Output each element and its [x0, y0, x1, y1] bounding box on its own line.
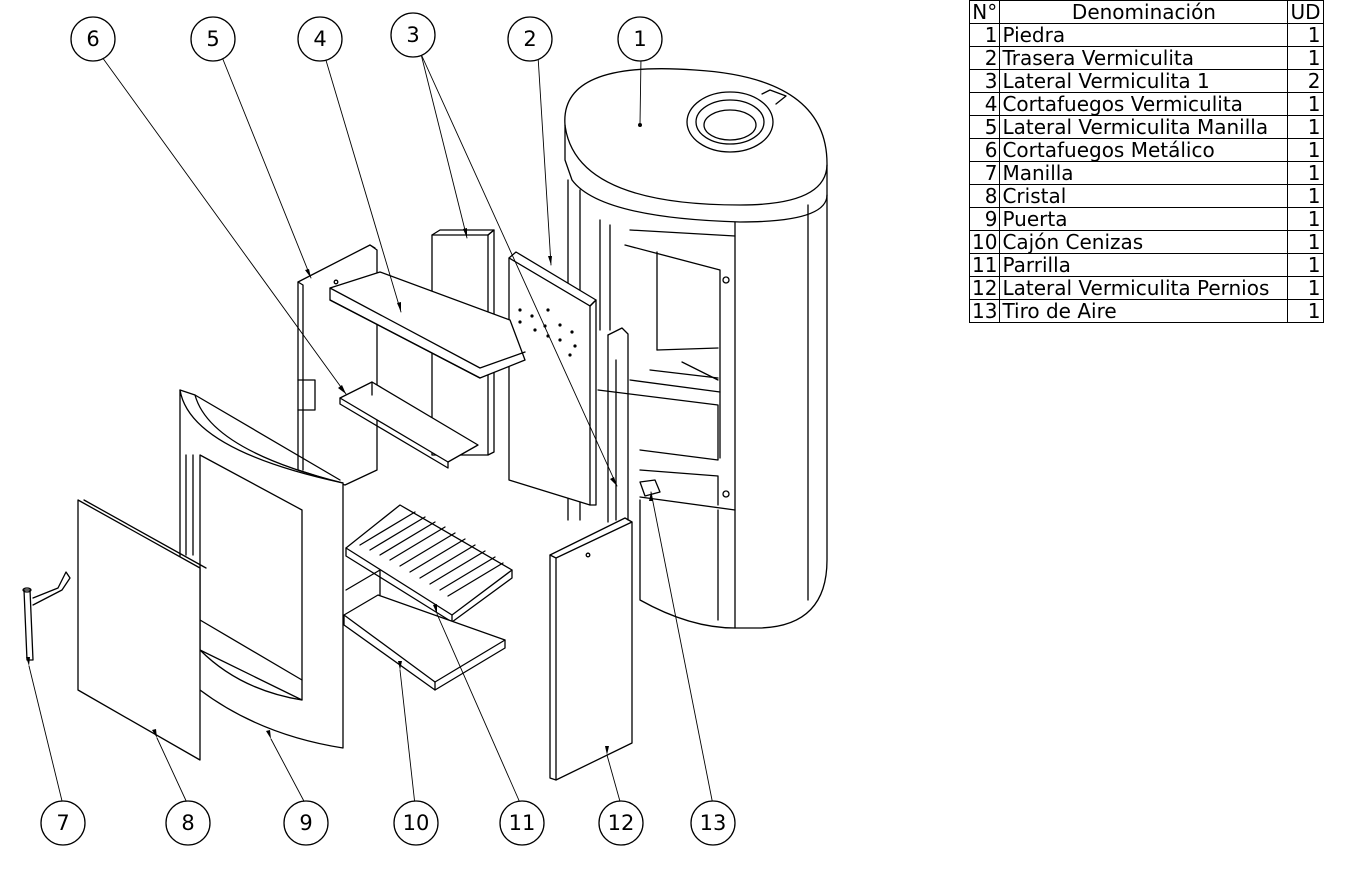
part-number: 2: [968, 46, 1001, 70]
callout-number: 11: [509, 811, 536, 835]
part-quantity: 1: [1287, 46, 1324, 70]
header-denomination: Denominación: [999, 0, 1289, 24]
part-name: Parrilla: [999, 253, 1289, 277]
callout-balloons-bottom: 7 8 9 10 11 12 13: [40, 800, 736, 846]
part-number: 8: [968, 184, 1001, 208]
part-number: 11: [968, 253, 1001, 277]
header-quantity: UD: [1287, 0, 1324, 24]
header-number: N°: [968, 0, 1001, 24]
fire-grate: [345, 504, 513, 623]
vermiculite-baffle: [329, 271, 526, 379]
callout-number: 10: [403, 811, 430, 835]
part-name: Lateral Vermiculita 1: [999, 69, 1289, 93]
part-name: Tiro de Aire: [999, 299, 1289, 323]
callout-number: 8: [181, 811, 194, 835]
door-handle: [22, 571, 71, 661]
part-name: Piedra: [999, 23, 1289, 47]
part-number: 1: [968, 23, 1001, 47]
parts-list-header-row: N° Denominación UD: [968, 0, 1324, 24]
part-number: 5: [968, 115, 1001, 139]
ash-drawer: [343, 569, 506, 691]
part-quantity: 1: [1287, 92, 1324, 116]
part-name: Manilla: [999, 161, 1289, 185]
part-name: Lateral Vermiculita Pernios: [999, 276, 1289, 300]
part-quantity: 1: [1287, 23, 1324, 47]
callout-number: 4: [313, 27, 326, 51]
part-name: Lateral Vermiculita Manilla: [999, 115, 1289, 139]
part-quantity: 1: [1287, 115, 1324, 139]
part-number: 12: [968, 276, 1001, 300]
part-quantity: 1: [1287, 161, 1324, 185]
part-quantity: 1: [1287, 276, 1324, 300]
part-quantity: 1: [1287, 184, 1324, 208]
part-quantity: 2: [1287, 69, 1324, 93]
part-name: Puerta: [999, 207, 1289, 231]
callout-number: 6: [86, 27, 99, 51]
part-number: 10: [968, 230, 1001, 254]
part-name: Cortafuegos Vermiculita: [999, 92, 1289, 116]
part-number: 9: [968, 207, 1001, 231]
vermiculite-vent-holes: [518, 308, 577, 357]
callout-number: 1: [633, 27, 646, 51]
metal-baffle: [339, 381, 479, 469]
part-name: Trasera Vermiculita: [999, 46, 1289, 70]
part-name: Cajón Cenizas: [999, 230, 1289, 254]
callout-balloons-top: 6 5 4 3 2 1: [70, 12, 663, 62]
callout-number: 12: [608, 811, 635, 835]
part-name: Cortafuegos Metálico: [999, 138, 1289, 162]
part-number: 13: [968, 299, 1001, 323]
part-quantity: 1: [1287, 138, 1324, 162]
part-number: 7: [968, 161, 1001, 185]
callout-number: 3: [406, 23, 419, 47]
part-quantity: 1: [1287, 299, 1324, 323]
grate-slots: [359, 511, 504, 597]
leader-arrowheads: [26, 228, 653, 755]
leader-lines: [28, 53, 714, 806]
part-number: 6: [968, 138, 1001, 162]
part-number: 4: [968, 92, 1001, 116]
part-quantity: 1: [1287, 207, 1324, 231]
rear-vermiculite-panel: [508, 251, 597, 506]
lateral-vermiculite-hinge-panel: [549, 327, 633, 781]
stove-body: [564, 68, 828, 629]
callout-number: 9: [299, 811, 312, 835]
part-quantity: 1: [1287, 253, 1324, 277]
part-name: Cristal: [999, 184, 1289, 208]
air-draft-control: [639, 479, 661, 497]
door: [179, 389, 344, 749]
callout-number: 2: [523, 27, 536, 51]
part-quantity: 1: [1287, 230, 1324, 254]
callout-number: 5: [206, 27, 219, 51]
part-number: 3: [968, 69, 1001, 93]
glass-pane: [77, 499, 207, 761]
callout-number: 7: [56, 811, 69, 835]
callout-number: 13: [700, 811, 727, 835]
